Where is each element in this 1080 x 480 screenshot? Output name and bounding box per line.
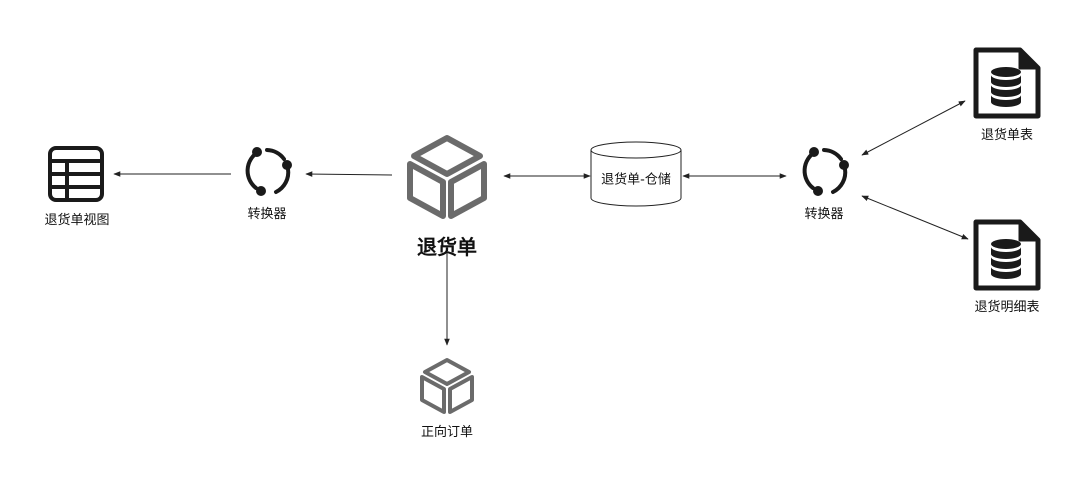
table-header-label: 退货单表 <box>980 128 1034 143</box>
view-table-label: 退货单视图 <box>44 213 110 228</box>
database-file-icon <box>973 219 1041 291</box>
arrow-main-to-converter-left <box>305 171 393 177</box>
converter-right-label: 转换器 <box>804 207 844 222</box>
connectors <box>113 100 969 346</box>
table-detail-label: 退货明细表 <box>974 300 1040 315</box>
cube-icon <box>420 358 474 414</box>
arrow-converter-right-table-detail <box>861 195 969 240</box>
forward-order-label: 正向订单 <box>420 425 474 440</box>
arrow-converter-right-table-header <box>861 100 966 156</box>
database-file-icon <box>973 47 1041 119</box>
cylinder-icon <box>590 141 682 207</box>
converter-icon <box>245 147 292 196</box>
main-entity-label: 退货单 <box>417 235 477 259</box>
table-icon <box>48 146 104 202</box>
converter-icon <box>802 147 849 196</box>
cube-icon <box>407 135 487 219</box>
converter-left-label: 转换器 <box>247 207 287 222</box>
storage-label: 退货单-仓储 <box>601 172 671 188</box>
